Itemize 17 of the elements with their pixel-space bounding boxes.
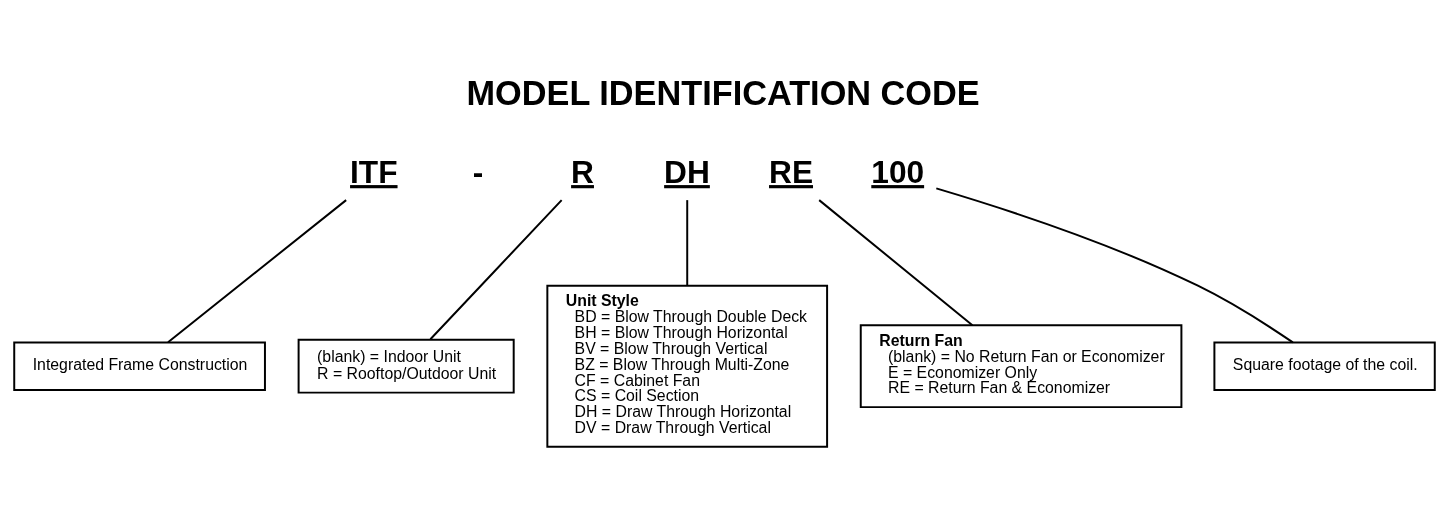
node-text: RE xyxy=(769,154,814,191)
node-text: 100 xyxy=(871,154,925,191)
node-box: Integrated Frame Construction xyxy=(13,341,266,391)
node-text: ITF xyxy=(350,154,398,191)
connector xyxy=(686,199,689,287)
label: - xyxy=(472,154,484,191)
diagram-title: MODEL IDENTIFICATION CODE xyxy=(466,73,980,112)
node-box: Return Fan (blank) = No Return Fan or Economizer E = Economizer Only RE = Return Fan & Economizer xyxy=(859,324,1183,409)
node-box: (blank) = Indoor Unit R = Rooftop/Outdoor Unit xyxy=(297,338,515,394)
connector xyxy=(935,187,1294,344)
node-text: R xyxy=(571,154,594,191)
node-text: DH xyxy=(664,154,710,191)
node-box: Unit Style BD = Blow Through Double Deck BH = Blow Through Horizontal BV = Blow Through Vertical BZ = Blow Through Multi-Zone CF = Cabinet Fan CS = Coil Section DH = Draw Through Horizontal DV = Draw Through Vertical xyxy=(546,284,829,448)
connector xyxy=(818,199,974,327)
connector xyxy=(167,199,348,344)
node-box: Square footage of the coil. xyxy=(1213,341,1436,391)
connector xyxy=(429,199,563,341)
